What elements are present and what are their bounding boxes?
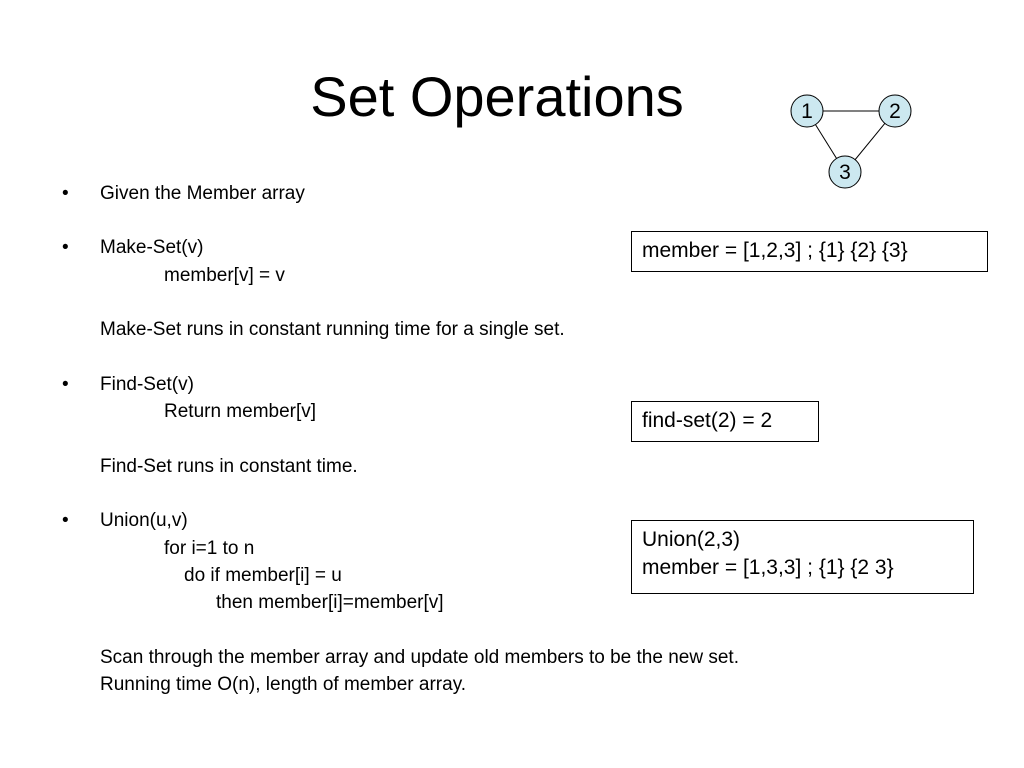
bullet-marker: • [62,374,69,395]
graph-node-2-label: 2 [889,100,901,123]
find-set-example-text: find-set(2) = 2 [642,409,773,432]
union-example-line-2: member = [1,3,3] ; {1} {2 3} [642,556,894,579]
make-set-note: Make-Set runs in constant running time f… [100,319,565,340]
graph-node-2: 2 [878,94,912,128]
find-set-example-box: find-set(2) = 2 [631,401,819,442]
make-set-code-line: member[v] = v [164,265,285,286]
graph-diagram: 1 2 3 [790,94,912,189]
union-example-box: Union(2,3) member = [1,3,3] ; {1} {2 3} [631,520,974,594]
union-code-line-2: do if member[i] = u [184,565,342,586]
union-note-2: Running time O(n), length of member arra… [100,674,467,695]
bullet-given-member-array: Given the Member array [100,183,305,204]
union-note-1: Scan through the member array and update… [100,647,739,668]
bullet-marker: • [62,510,69,531]
graph-node-1-label: 1 [801,100,813,123]
bullet-marker: • [62,183,69,204]
find-set-note: Find-Set runs in constant time. [100,456,358,477]
find-set-code-line: Return member[v] [164,401,317,422]
bullet-find-set: Find-Set(v) [100,374,194,395]
make-set-example-box: member = [1,2,3] ; {1} {2} {3} [631,231,988,272]
slide-title: Set Operations [0,62,1024,132]
bullet-make-set: Make-Set(v) [100,237,204,258]
graph-node-3-label: 3 [839,161,851,184]
union-code-line-3: then member[i]=member[v] [216,592,444,613]
make-set-example-text: member = [1,2,3] ; {1} {2} {3} [642,239,908,262]
union-example-line-1: Union(2,3) [642,528,741,551]
slide-title-text: Set Operations [310,65,684,128]
graph-node-1: 1 [790,94,824,128]
bullet-marker: • [62,237,69,258]
bullet-union: Union(u,v) [100,510,188,531]
graph-node-3: 3 [828,155,862,189]
union-code-line-1: for i=1 to n [164,538,255,559]
